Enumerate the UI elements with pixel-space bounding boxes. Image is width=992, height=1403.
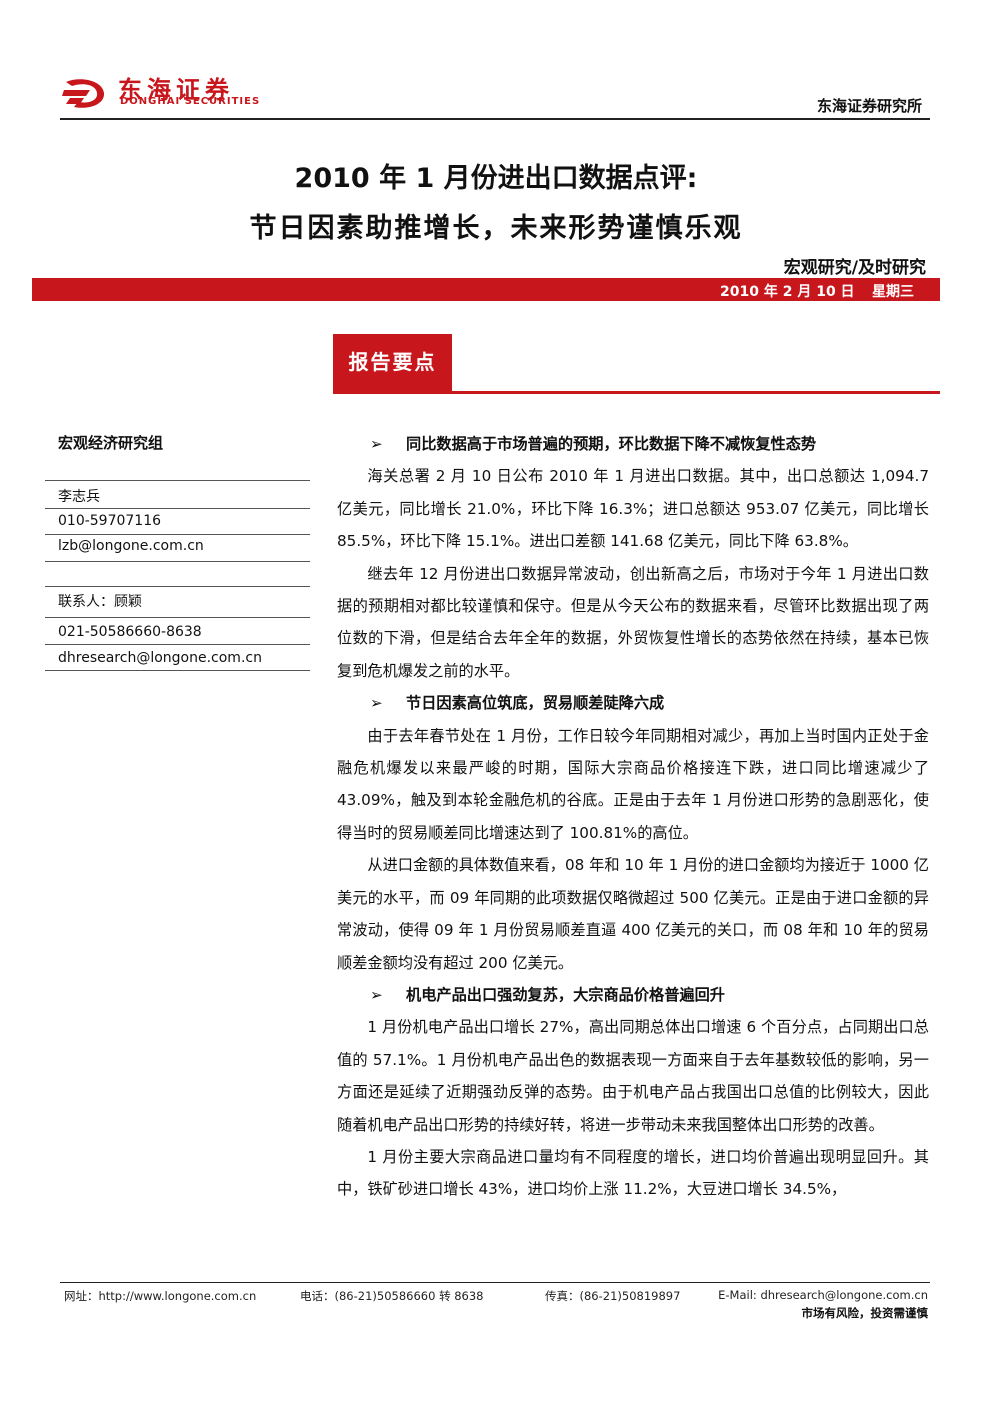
contact-email[interactable]: dhresearch@longone.com.cn [58, 650, 262, 666]
footer-phone: 电话：(86-21)50586660 转 8638 [300, 1289, 484, 1303]
analyst-name: 李志兵 [58, 489, 100, 505]
sidebar-divider [45, 561, 310, 562]
logo-chinese-name: 东海证券 [118, 76, 234, 104]
body-paragraph: 海关总署 2 月 10 日公布 2010 年 1 月进出口数据。其中，出口总额达… [337, 467, 929, 551]
sidebar-divider [45, 644, 310, 645]
sidebar-divider [45, 480, 310, 481]
key-point-heading: ➢节日因素高位筑底，贸易顺差陡降六成 [337, 687, 929, 719]
risk-disclaimer: 市场有风险，投资需谨慎 [801, 1306, 929, 1320]
analyst-email[interactable]: lzb@longone.com.cn [58, 538, 204, 554]
footer-divider [60, 1282, 930, 1283]
logo-english-name: DONGHAI SECURITIES [120, 96, 261, 107]
contact-person: 联系人：顾颖 [58, 594, 142, 610]
key-point-heading: ➢同比数据高于市场普遍的预期，环比数据下降不减恢复性态势 [337, 428, 929, 460]
report-title-line1: 2010 年 1 月份进出口数据点评: [294, 163, 698, 194]
report-date: 2010 年 2 月 10 日 [720, 284, 855, 300]
report-title-line2: 节日因素助推增长，未来形势谨慎乐观 [249, 213, 743, 244]
report-body: ➢同比数据高于市场普遍的预期，环比数据下降不减恢复性态势 海关总署 2 月 10… [337, 428, 929, 1206]
arrow-bullet-icon: ➢ [370, 694, 383, 713]
sidebar-divider [45, 617, 310, 618]
key-point-heading: ➢机电产品出口强劲复苏，大宗商品价格普遍回升 [337, 979, 929, 1011]
header-divider [60, 118, 930, 120]
date-bar [32, 278, 940, 301]
footer-website[interactable]: 网址：http://www.longone.com.cn [64, 1289, 257, 1303]
research-group: 宏观经济研究组 [58, 434, 164, 452]
contact-phone: 021-50586660-8638 [58, 624, 202, 640]
report-weekday: 星期三 [872, 284, 914, 300]
donghai-logo-icon [62, 79, 105, 108]
body-paragraph: 1 月份机电产品出口增长 27%，高出同期总体出口增速 6 个百分点，占同期出口… [337, 1018, 929, 1134]
body-paragraph: 继去年 12 月份进出口数据异常波动，创出新高之后，市场对于今年 1 月进出口数… [337, 564, 929, 680]
section-divider [333, 391, 940, 394]
sidebar-divider [45, 508, 310, 509]
analyst-phone: 010-59707116 [58, 513, 162, 529]
arrow-bullet-icon: ➢ [370, 435, 383, 453]
sidebar-divider [45, 586, 310, 587]
sidebar-divider [45, 670, 310, 671]
body-paragraph: 由于去年春节处在 1 月份，工作日较今年同期相对减少，再加上当时国内正处于金融危… [337, 726, 929, 842]
arrow-bullet-icon: ➢ [370, 985, 383, 1004]
body-paragraph: 1 月份主要大宗商品进口量均有不同程度的增长，进口均价普遍出现明显回升。其中，铁… [337, 1147, 929, 1199]
section-title: 报告要点 [333, 334, 452, 391]
footer-fax: 传真：(86-21)50819897 [545, 1289, 681, 1303]
institute-name: 东海证券研究所 [816, 97, 922, 115]
report-category: 宏观研究/及时研究 [783, 258, 926, 278]
footer-email[interactable]: E-Mail: dhresearch@longone.com.cn [718, 1288, 928, 1302]
sidebar-divider [45, 534, 310, 535]
body-paragraph: 从进口金额的具体数值来看，08 年和 10 年 1 月份的进口金额均为接近于 1… [337, 856, 929, 972]
